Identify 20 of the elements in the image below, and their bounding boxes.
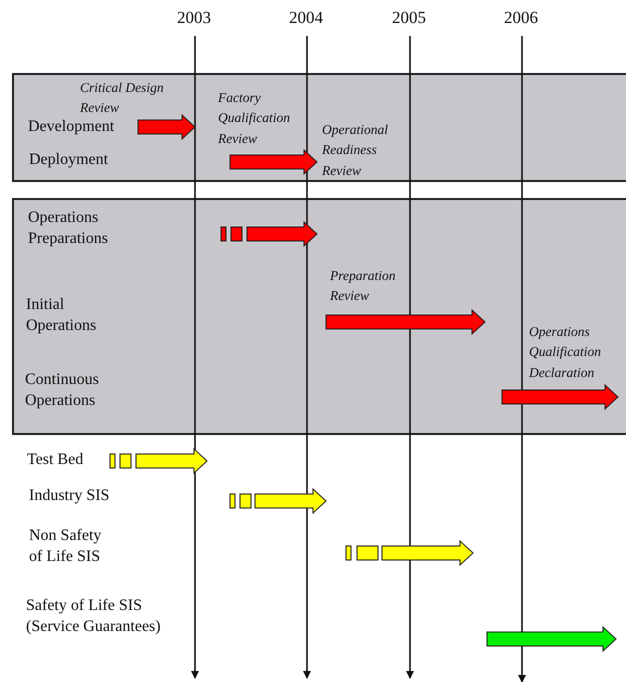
row-label: Test Bed — [27, 450, 84, 470]
row-label: Non Safety of Life SIS — [29, 526, 102, 567]
row-label: Continuous Operations — [25, 370, 100, 411]
row-label: Operations Preparations — [28, 208, 109, 249]
year-label: 2006 — [504, 7, 538, 29]
row-label: Safety of Life SIS (Service Guarantees) — [26, 596, 162, 637]
milestone-label: Factory Qualification Review — [218, 89, 291, 148]
row-label: Deployment — [29, 150, 108, 170]
milestone-label: Preparation Review — [330, 267, 396, 306]
phase-band — [12, 198, 626, 435]
milestone-label: Operational Readiness Review — [322, 121, 389, 180]
year-label: 2003 — [177, 7, 211, 29]
phase-band — [12, 73, 626, 182]
milestone-label: Critical Design Review — [80, 79, 165, 118]
row-label: Development — [28, 117, 114, 137]
year-label: 2004 — [289, 7, 323, 29]
milestone-label: Operations Qualification Declaration — [529, 323, 602, 382]
row-label: Initial Operations — [26, 295, 98, 336]
row-label: Industry SIS — [29, 486, 110, 506]
year-label: 2005 — [392, 7, 426, 29]
